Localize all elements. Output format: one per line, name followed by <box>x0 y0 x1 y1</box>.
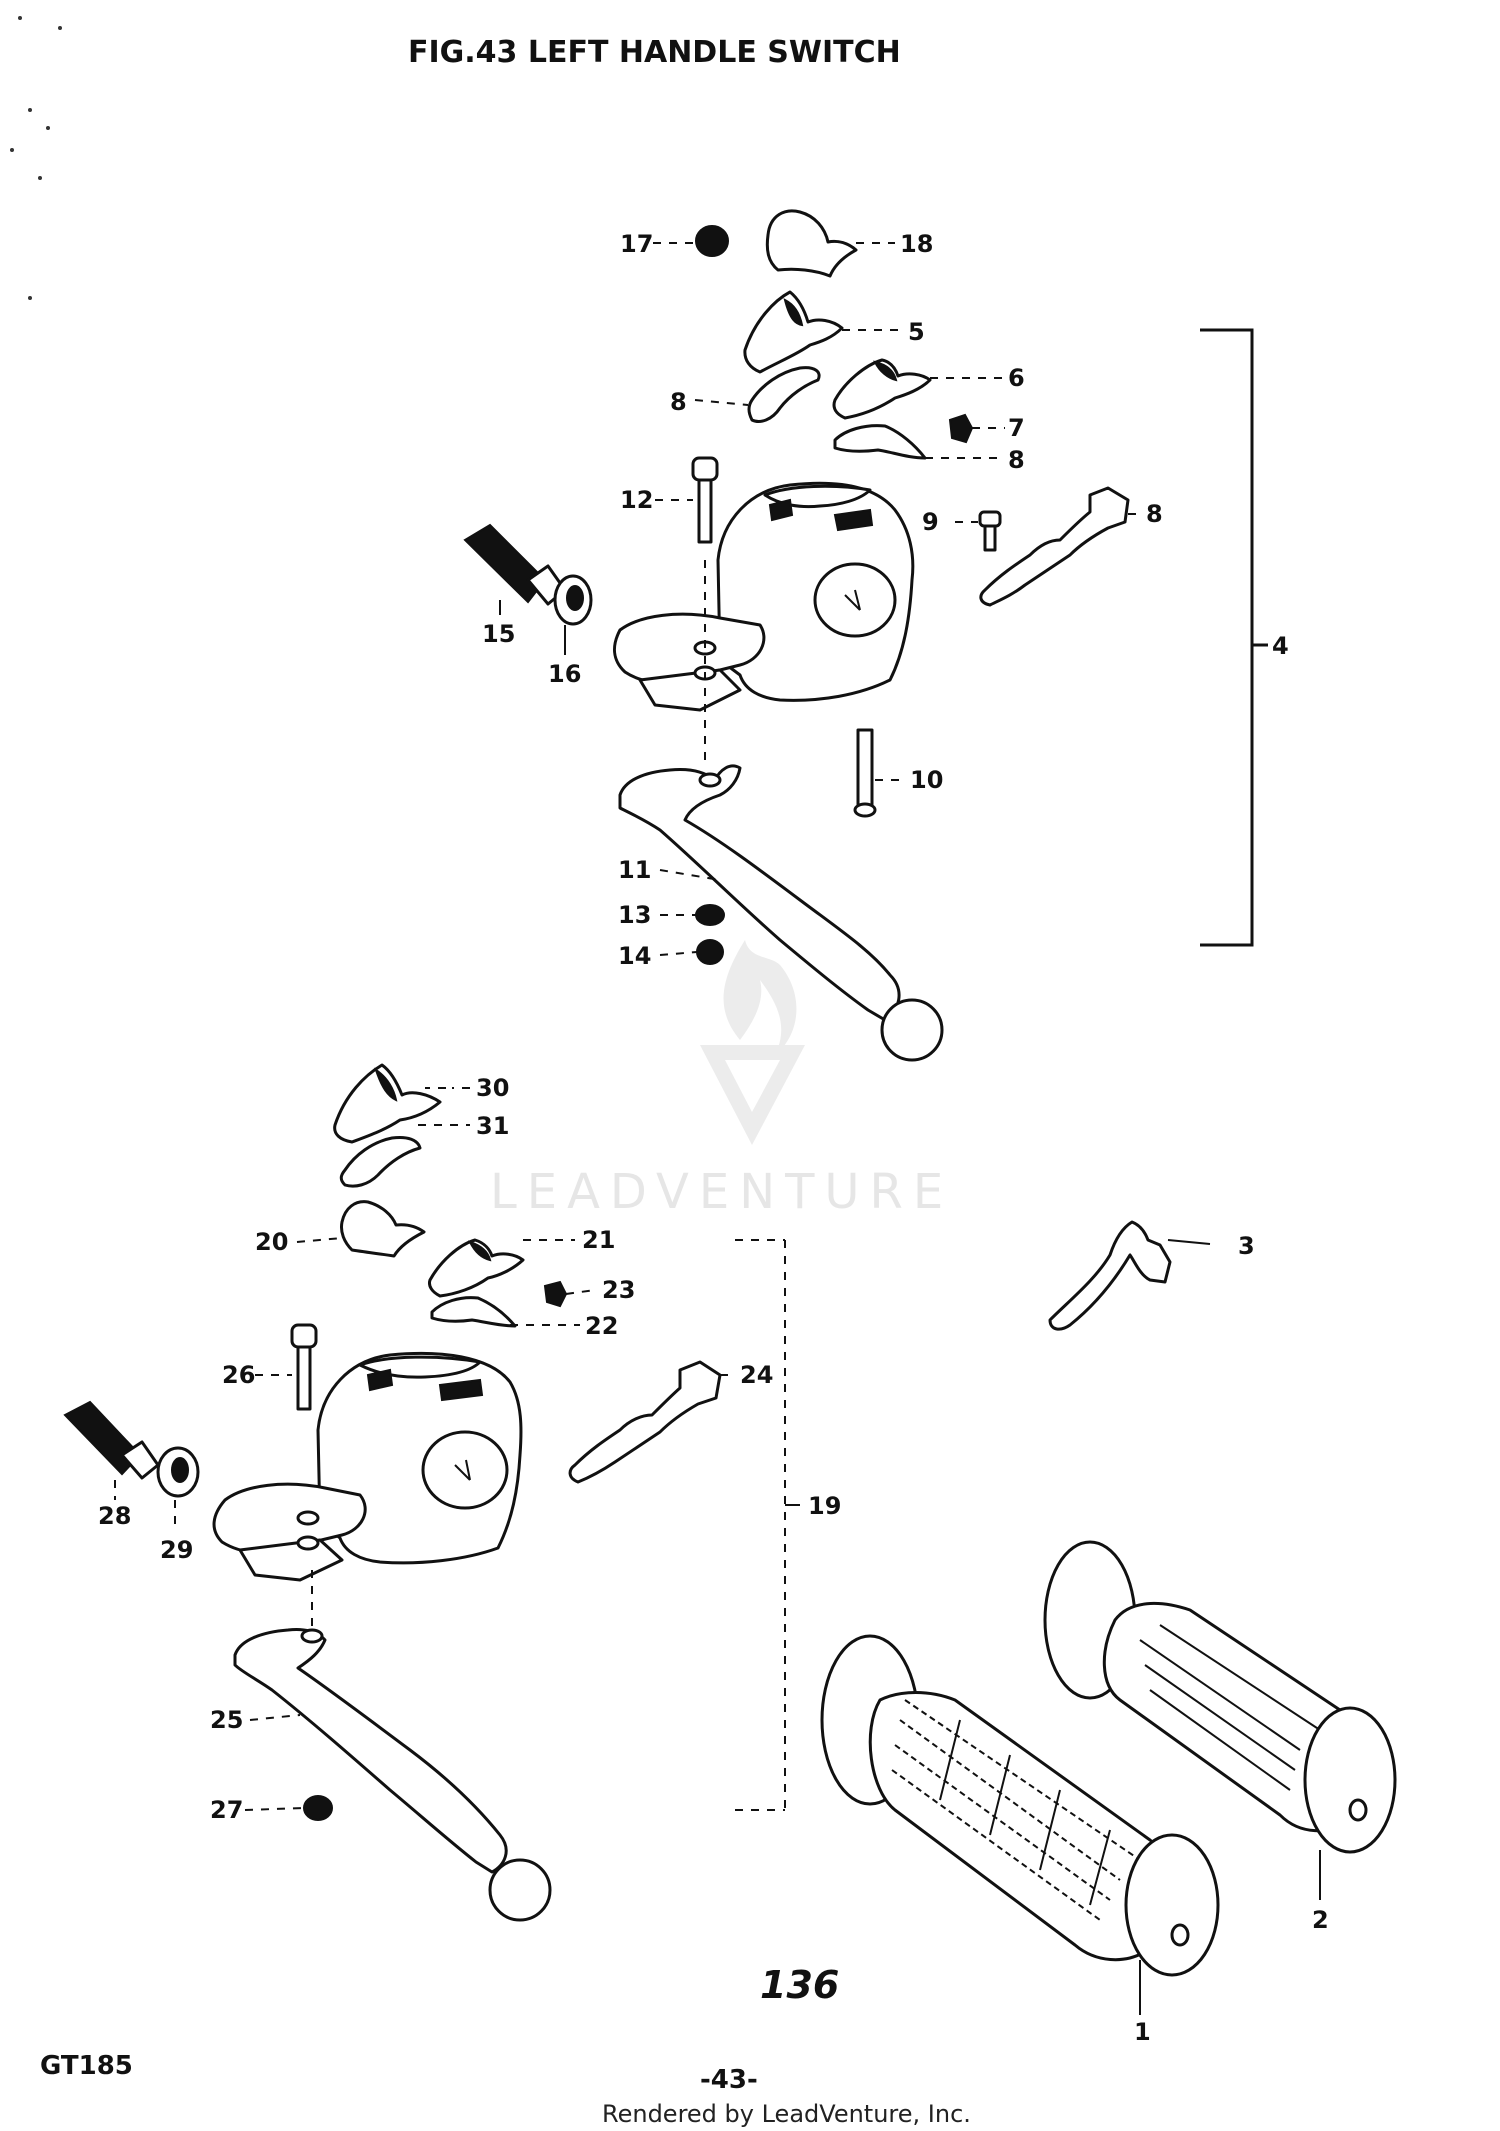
part-23-knob-base <box>430 1296 517 1328</box>
part-29-adjuster-bolt <box>63 1400 160 1480</box>
callout-18: 17 <box>620 230 653 258</box>
callout-5: 5 <box>908 318 925 346</box>
part-switch-housing-upper <box>613 481 915 712</box>
part-11-pin <box>853 728 877 818</box>
grip-1-texture <box>891 1699 1141 1921</box>
part-19-knob-cover <box>765 209 858 278</box>
callout-10: 9 <box>922 508 939 536</box>
callout-1: 1 <box>1134 2018 1151 2046</box>
leader-lines <box>114 242 1321 2015</box>
part-2-grip <box>1043 1540 1397 1854</box>
callout-2: 2 <box>1312 1906 1329 1934</box>
part-9-wire-lead <box>979 486 1130 607</box>
page-reference: -43- <box>700 2065 758 2095</box>
watermark-text: LEADVENTURE <box>490 1164 953 1220</box>
part-18-rubber-cap <box>695 225 729 257</box>
part-7-small-screw <box>948 413 974 444</box>
callout-12: 11 <box>618 856 651 884</box>
part-1-grip <box>820 1634 1220 1977</box>
page-number: 136 <box>760 1963 839 2007</box>
part-10-screw <box>978 510 1002 552</box>
callout-32: 31 <box>476 1112 509 1140</box>
callout-27: 26 <box>222 1361 255 1389</box>
callout-15: 14 <box>618 942 651 970</box>
callout-14: 13 <box>618 901 651 929</box>
part-27-screw <box>290 1323 318 1411</box>
figure-title: FIG.43 LEFT HANDLE SWITCH <box>408 35 901 70</box>
model-code: GT185 <box>40 2051 133 2081</box>
callout-13: 12 <box>620 486 653 514</box>
scan-specks <box>10 16 62 300</box>
part-32-knob-base <box>339 1136 422 1188</box>
callout-19: 18 <box>900 230 933 258</box>
part-8-knob-base-right <box>833 424 927 460</box>
callout-29: 28 <box>98 1502 131 1530</box>
callout-11: 10 <box>910 766 943 794</box>
grip-2-ribs <box>1139 1624 1321 1791</box>
part-25-wire-lead <box>568 1360 722 1484</box>
callout-22: 21 <box>582 1226 615 1254</box>
callout-20: 19 <box>808 1492 841 1520</box>
part-17-washer <box>553 574 593 626</box>
part-24-small-screw <box>543 1280 568 1308</box>
part-16-adjuster-bolt <box>463 523 567 606</box>
part-21-knob-cover <box>340 1200 426 1258</box>
callout-4: 4 <box>1272 632 1289 660</box>
part-14-nut <box>695 904 725 926</box>
part-12-clutch-lever <box>618 764 944 1062</box>
leadventure-watermark: LEADVENTURE <box>490 940 953 1220</box>
callout-8-right: 8 <box>1008 446 1025 474</box>
part-28-nut <box>303 1795 333 1821</box>
callout-3: 3 <box>1238 1232 1255 1260</box>
part-3-clip <box>1048 1220 1172 1331</box>
callout-30: 29 <box>160 1536 193 1564</box>
callout-17: 16 <box>548 660 581 688</box>
callout-7: 7 <box>1008 414 1025 442</box>
bracket-4 <box>1200 328 1268 947</box>
part-6-switch-knob <box>832 358 932 420</box>
callout-24: 23 <box>602 1276 635 1304</box>
callout-28: 27 <box>210 1796 243 1824</box>
part-switch-housing-lower <box>212 1351 523 1582</box>
callout-21: 20 <box>255 1228 288 1256</box>
part-5-dimmer-knob <box>743 290 844 374</box>
callout-23: 22 <box>585 1312 618 1340</box>
part-31-dimmer-knob <box>333 1063 442 1144</box>
rendered-by-credit: Rendered by LeadVenture, Inc. <box>602 2100 971 2128</box>
callout-6: 6 <box>1008 364 1025 392</box>
callout-16: 15 <box>482 620 515 648</box>
part-15-nut <box>696 939 724 965</box>
part-13-screw <box>691 456 719 544</box>
callout-31: 30 <box>476 1074 509 1102</box>
callout-26: 25 <box>210 1706 243 1734</box>
callout-labels: 17 18 5 6 8 7 8 12 9 8 15 16 4 10 11 13 … <box>98 230 1329 2046</box>
part-26-clutch-lever <box>233 1628 552 1922</box>
part-8-knob-base-upper <box>747 366 821 423</box>
part-22-switch-knob <box>428 1238 525 1298</box>
callout-9: 8 <box>1146 500 1163 528</box>
callout-25: 24 <box>740 1361 773 1389</box>
callout-8-upper: 8 <box>670 388 687 416</box>
part-30-washer <box>156 1446 200 1498</box>
